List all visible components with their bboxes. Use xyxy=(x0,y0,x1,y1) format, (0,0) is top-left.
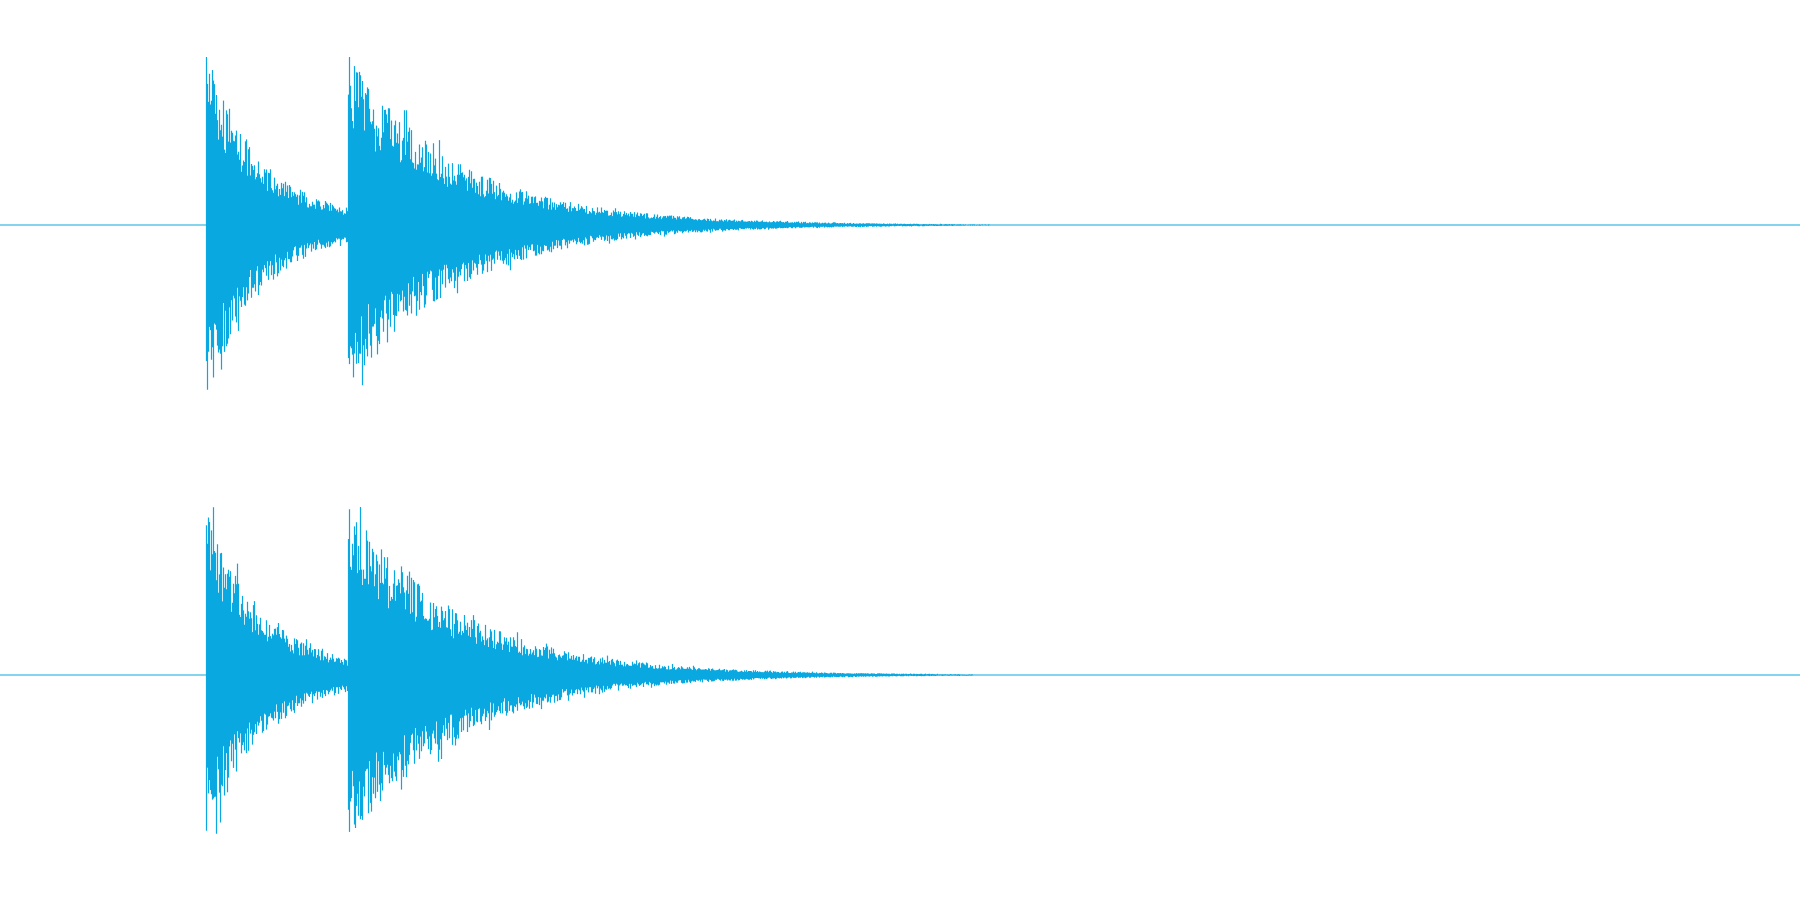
waveform-channel-1[interactable] xyxy=(0,57,1800,390)
channel-1-waveform xyxy=(205,57,992,390)
waveform-channel-2[interactable] xyxy=(0,507,1800,834)
channel-2-waveform xyxy=(205,507,974,834)
